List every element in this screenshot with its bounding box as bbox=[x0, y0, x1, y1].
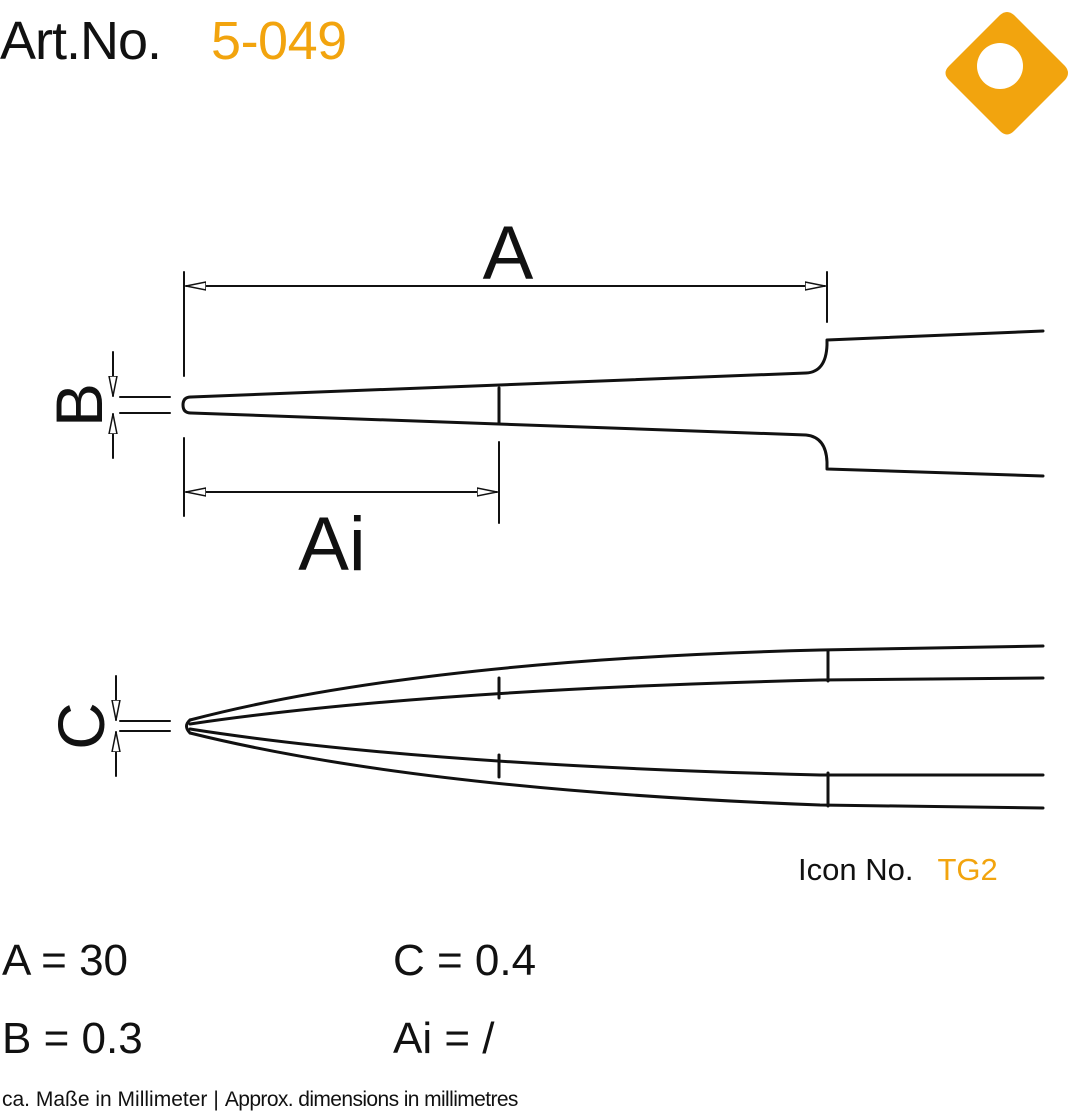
units-note-english: Approx. dimensions in millimetres bbox=[224, 1088, 519, 1111]
side-view-tip bbox=[185, 718, 192, 735]
article-number: 5-049 bbox=[211, 11, 347, 71]
side-view-inner-lower bbox=[188, 727, 1045, 777]
icon-number-label: Icon No. bbox=[798, 852, 914, 887]
brand-logo-icon bbox=[945, 12, 1068, 135]
dimension-a-value: A = 30 bbox=[2, 936, 129, 985]
label-b: B bbox=[42, 383, 116, 427]
side-view-outer-lower bbox=[188, 731, 1045, 810]
units-note-separator: | bbox=[213, 1088, 219, 1111]
dimension-ai-value: Ai = / bbox=[393, 1014, 495, 1063]
label-ai: Ai bbox=[298, 502, 366, 587]
top-view-lower-edge bbox=[189, 411, 1045, 478]
top-view-upper-edge bbox=[189, 329, 1045, 399]
article-label: Art.No. bbox=[0, 11, 162, 71]
icon-number-value: TG2 bbox=[937, 852, 998, 887]
units-note-german: ca. Maße in Millimeter bbox=[2, 1088, 208, 1111]
dimension-c-value: C = 0.4 bbox=[393, 936, 537, 985]
label-c: C bbox=[44, 702, 118, 750]
side-view-outer-upper bbox=[188, 644, 1045, 722]
dimension-b-value: B = 0.3 bbox=[2, 1014, 143, 1063]
label-a: A bbox=[483, 211, 534, 296]
units-note: ca. Maße in Millimeter|Approx. dimension… bbox=[2, 1088, 518, 1112]
icon-number-row: Icon No. TG2 bbox=[798, 852, 998, 888]
title-row: Art.No. 5-049 bbox=[0, 10, 347, 90]
top-view-tip bbox=[181, 395, 193, 415]
side-view-inner-upper bbox=[188, 676, 1045, 726]
